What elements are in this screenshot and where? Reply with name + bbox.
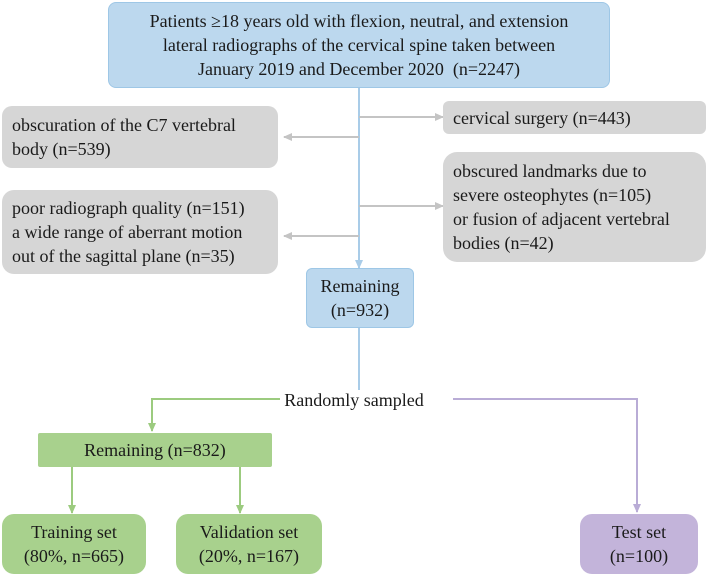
box-training-set: Training set (80%, n=665) — [2, 514, 146, 574]
box-exclude-osteophytes: obscured landmarks due to severe osteoph… — [443, 152, 706, 262]
box-exclude-surgery: cervical surgery (n=443) — [443, 101, 706, 134]
box-remaining-932: Remaining (n=932) — [306, 268, 414, 328]
arrow-to-test — [453, 398, 641, 513]
box-test-set: Test set (n=100) — [580, 514, 698, 574]
arrow-to-remaining-832 — [148, 398, 285, 432]
box-exclude-c7: obscuration of the C7 vertebral body (n=… — [2, 106, 278, 168]
box-validation-set: Validation set (20%, n=167) — [176, 514, 322, 574]
box-exclude-quality: poor radiograph quality (n=151) a wide r… — [2, 190, 278, 274]
box-start: Patients ≥18 years old with flexion, neu… — [108, 2, 610, 88]
box-remaining-832: Remaining (n=832) — [38, 433, 272, 467]
